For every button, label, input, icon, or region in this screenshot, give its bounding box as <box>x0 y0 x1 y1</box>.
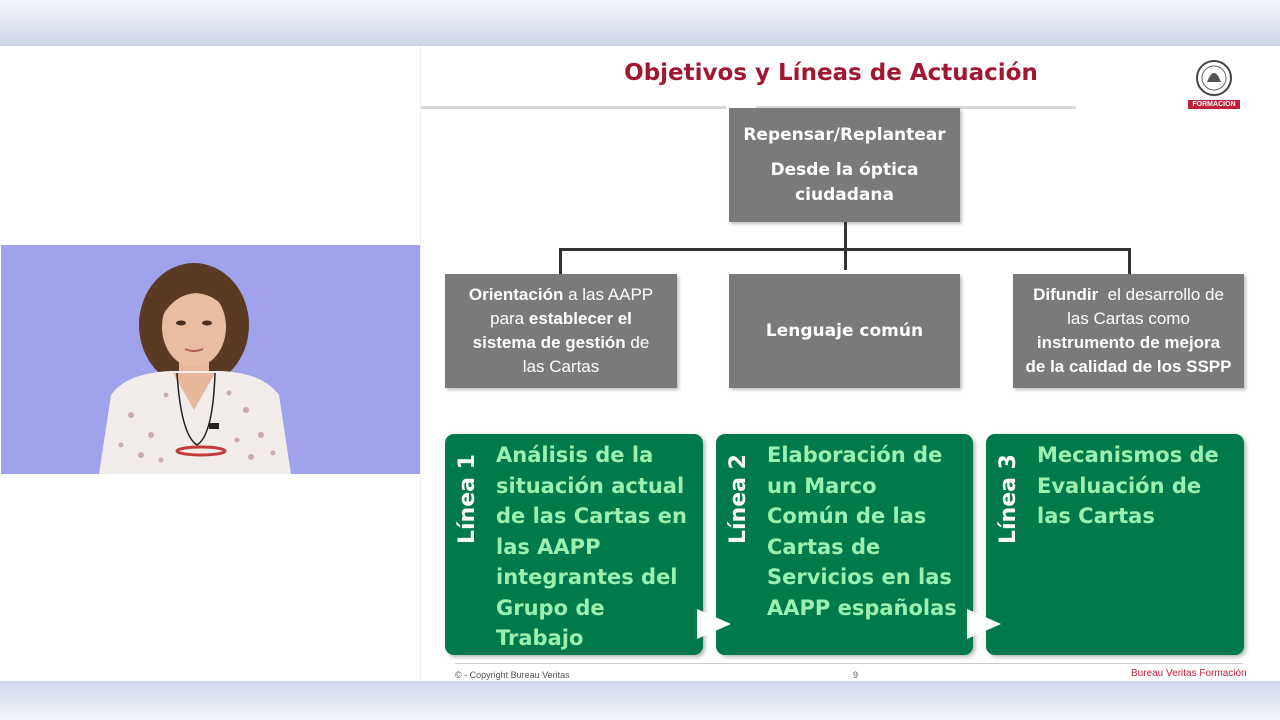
top-band <box>0 0 1280 46</box>
slide-title: Objetivos y Líneas de Actuación <box>624 60 1038 86</box>
common-language-box: Lenguaje común <box>729 274 960 388</box>
footer-brand: Bureau Veritas Formación <box>1131 668 1247 679</box>
dissemination-line-2: las Cartas como <box>1067 309 1190 328</box>
orientation-box: Orientación a las AAPP para establecer e… <box>445 274 677 388</box>
title-rule-right <box>756 106 1076 109</box>
connector-left <box>559 248 562 274</box>
dissemination-line-3: instrumento de mejora <box>1036 333 1221 352</box>
line-3-box: Línea 3 Mecanismos de Evaluación de las … <box>986 434 1244 655</box>
page-number: 9 <box>853 670 859 680</box>
dissemination-line-4: de la calidad de los SSPP <box>1025 357 1232 376</box>
line-1-label: Línea 1 <box>455 454 480 544</box>
line-1-box: Línea 1 Análisis de la situación actual … <box>445 434 703 655</box>
presentation-slide: Objetivos y Líneas de Actuación FORMACIÓ… <box>420 46 1280 681</box>
line-2-text: Elaboración de un Marco Común de las Car… <box>767 443 957 620</box>
orientation-line-3: sistema de gestión de <box>472 333 650 352</box>
line-2-box: Línea 2 Elaboración de un Marco Común de… <box>716 434 973 655</box>
connector-right <box>1128 248 1131 274</box>
top-box-line-1: Repensar/Replantear <box>743 124 946 145</box>
line-3-text: Mecanismos de Evaluación de las Cartas <box>1037 443 1219 528</box>
orientation-line-2: para establecer el <box>490 309 632 328</box>
orientation-line-4: las Cartas <box>522 357 600 376</box>
presenter-figure <box>99 263 291 474</box>
title-rule-left <box>421 106 726 109</box>
orientation-line-1: Orientación a las AAPP <box>468 285 654 304</box>
line-1-text: Análisis de la situación actual de las C… <box>496 443 687 650</box>
common-language-text: Lenguaje común <box>765 321 924 341</box>
dissemination-box: Difundir el desarrollo de las Cartas com… <box>1013 274 1244 388</box>
dissemination-line-1: Difundir el desarrollo de <box>1033 285 1224 304</box>
line-3-label: Línea 3 <box>996 454 1021 544</box>
arrow-right-icon <box>697 609 731 639</box>
line-2-label: Línea 2 <box>726 454 751 544</box>
presenter-video[interactable] <box>1 245 420 474</box>
logo-caption: FORMACIÓN <box>1192 101 1236 108</box>
arrow-right-icon <box>967 609 1001 639</box>
bottom-band <box>0 681 1280 720</box>
top-box-line-2: Desde la óptica <box>770 159 919 180</box>
footer-rule <box>455 663 1243 664</box>
connector-horizontal <box>559 248 1131 251</box>
connector-vertical-main <box>844 222 847 270</box>
top-box-line-3: ciudadana <box>795 184 894 205</box>
bureau-veritas-seal-icon: FORMACIÓN <box>1187 56 1241 114</box>
footer-copyright: © - Copyright Bureau Veritas <box>455 670 570 680</box>
top-objective-box: Repensar/Replantear Desde la óptica ciud… <box>729 108 960 222</box>
